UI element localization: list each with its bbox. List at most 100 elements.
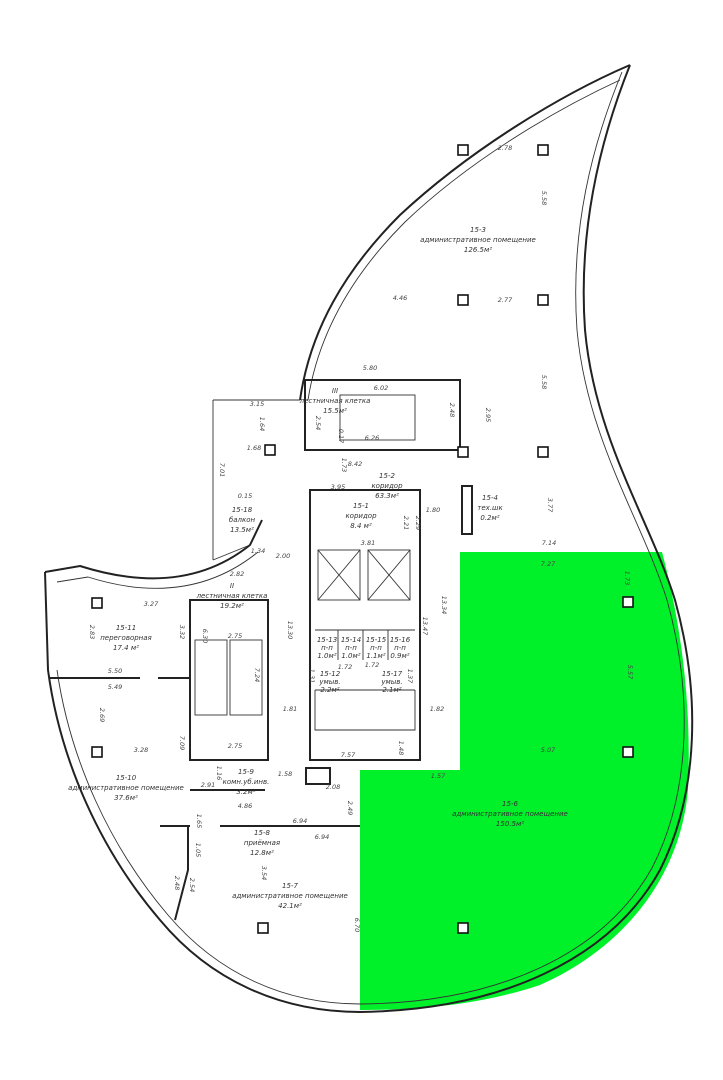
- dimension-label: 5.49: [108, 683, 122, 691]
- room-number: 15-1: [353, 502, 369, 510]
- dimension-label: 7.27: [541, 560, 556, 568]
- column: [537, 144, 549, 156]
- dimension-label: 1.65: [195, 814, 203, 828]
- highlighted-room-15-6[interactable]: [360, 552, 689, 1010]
- dimension-label: 13.34: [440, 596, 448, 615]
- room-area: 1.1м²: [366, 652, 385, 660]
- room-area: 0.9м²: [390, 652, 409, 660]
- dimension-label: 5.58: [540, 375, 548, 389]
- column: [457, 294, 469, 306]
- column: [457, 446, 469, 458]
- room-name: лестничная клетка: [299, 397, 371, 405]
- room-number: 15-16: [390, 636, 411, 644]
- room-area: 2.2м²: [320, 686, 339, 694]
- column: [91, 746, 103, 758]
- room-number: 15-12: [320, 670, 341, 678]
- dimension-label: 7.57: [341, 751, 356, 759]
- room-label-15-14: 15-14п-п1.0м²: [341, 636, 361, 660]
- room-number: III: [332, 387, 338, 395]
- dimension-label: 2.78: [498, 144, 512, 152]
- dimension-label: 5.07: [541, 746, 556, 754]
- dimension-label: 1.58: [278, 770, 292, 778]
- room-area: 15.5м²: [323, 407, 347, 415]
- dimension-label: 1.73: [623, 571, 631, 585]
- dimension-label: 6.70: [353, 918, 361, 932]
- dimension-label: 5.57: [626, 665, 634, 680]
- room-name: административное помещение: [420, 236, 536, 244]
- room-name: коридор: [345, 512, 377, 520]
- dimension-label: 1.72: [365, 661, 379, 669]
- room-area: 2.1м²: [382, 686, 401, 694]
- room-area: 0.2м²: [480, 514, 499, 522]
- room-area: 3.2м²: [236, 788, 255, 796]
- room-name: умыв.: [318, 678, 340, 686]
- column: [91, 597, 103, 609]
- dimension-label: 2.21: [402, 516, 410, 530]
- dimension-label: 5.80: [363, 364, 377, 372]
- dimension-label: 4.46: [393, 294, 407, 302]
- dimension-label: 2.91: [201, 781, 215, 789]
- room-number: 15-4: [482, 494, 498, 502]
- dimension-label: 2.75: [228, 742, 242, 750]
- dimension-label: 1.81: [283, 705, 297, 713]
- column: [537, 446, 549, 458]
- room-name: переговорная: [100, 634, 152, 642]
- dimension-label: 6.94: [293, 817, 307, 825]
- dimension-label: 1.72: [338, 663, 352, 671]
- dimension-label: 2.54: [314, 416, 322, 430]
- room-label-15-16: 15-16п-п0.9м²: [390, 636, 411, 660]
- column: [257, 922, 269, 934]
- dimension-label: 3.32: [178, 625, 186, 639]
- dimension-label: 1.37: [406, 669, 414, 684]
- dimension-label: 3.81: [361, 539, 375, 547]
- dimension-label: 2.77: [498, 296, 513, 304]
- dimension-label: 1.48: [397, 741, 405, 755]
- room-name: п-п: [345, 644, 357, 652]
- room-number: 15-11: [116, 624, 136, 632]
- dimension-label: 3.54: [260, 866, 268, 880]
- structural-columns: [91, 144, 634, 934]
- dimension-label: 5.58: [540, 191, 548, 205]
- dimension-label: 6.94: [315, 833, 329, 841]
- room-label-III: III лестничная клетка 15.5м²: [299, 387, 371, 415]
- dimension-label: 2.08: [326, 783, 340, 791]
- dimension-label: 3.95: [331, 483, 345, 491]
- column: [622, 746, 634, 758]
- room-label-15-9: 15-9 комн.уб.инв. 3.2м²: [223, 768, 270, 796]
- column: [264, 444, 276, 456]
- dimension-label: 7.24: [253, 668, 261, 682]
- dimension-label: 2.29: [414, 516, 422, 530]
- room-name: умыв.: [380, 678, 402, 686]
- room-number: 15-3: [470, 226, 486, 234]
- outer-wall: [44, 64, 694, 1014]
- room-name: комн.уб.инв.: [223, 778, 270, 786]
- room-area: 63.3м²: [375, 492, 399, 500]
- room-number: 15-9: [238, 768, 254, 776]
- dimension-label: 2.82: [230, 570, 244, 578]
- dimension-label: 8.42: [348, 460, 362, 468]
- room-area: 42.1м²: [278, 902, 302, 910]
- room-name: приёмная: [244, 839, 280, 847]
- dimension-label: 13.30: [286, 621, 294, 640]
- dimension-label: 1.57: [431, 772, 446, 780]
- room-area: 1.0м²: [341, 652, 360, 660]
- dimension-label: 2.00: [276, 552, 290, 560]
- dimension-label: 1.80: [426, 506, 440, 514]
- room-area: 1.0м²: [317, 652, 336, 660]
- column: [622, 596, 634, 608]
- dimension-label: 1.82: [430, 705, 444, 713]
- dimension-label: 1.05: [194, 843, 202, 857]
- room-number: 15-6: [502, 800, 518, 808]
